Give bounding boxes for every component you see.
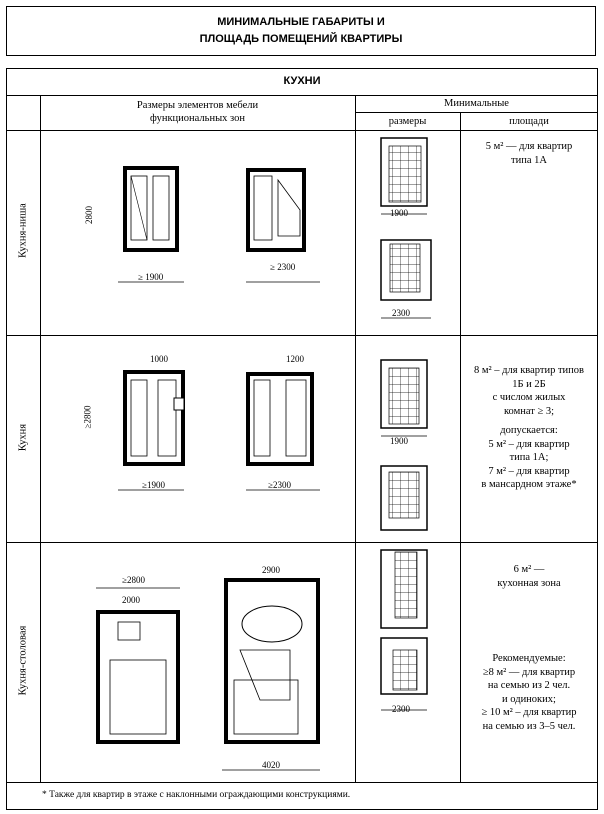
- footer-divider: [6, 782, 598, 783]
- row-label-kitchen-dining: Кухня-столовая: [17, 625, 29, 696]
- area-line: комнат ≥ 3;: [503, 405, 555, 417]
- dim-label: 2900: [262, 565, 280, 575]
- row-divider-1: [6, 335, 598, 336]
- size-label-row1-a: 1900: [390, 208, 408, 218]
- row-label-kitchen-niche: Кухня-ниша: [17, 203, 29, 258]
- size-label-row3-b: 2300: [392, 704, 410, 714]
- area-line: на семью из 2 чел.: [487, 680, 571, 691]
- area-text-row-3: 6 м² — кухонная зона Рекомендуемые: ≥8 м…: [462, 563, 596, 733]
- area-line: типа 1А;: [509, 452, 549, 463]
- title-box: МИНИМАЛЬНЫЕ ГАБАРИТЫ И ПЛОЩАДЬ ПОМЕЩЕНИЙ…: [6, 6, 596, 56]
- area-line: кухонная зона: [497, 577, 561, 589]
- area-line: ≥ 10 м² – для квартир: [481, 707, 577, 718]
- dim-label: ≥2300: [268, 480, 291, 490]
- dim-label: 4020: [262, 760, 280, 770]
- area-line: 5 м² — для квартир: [485, 141, 573, 152]
- area-line: 7 м² – для квартир: [488, 465, 570, 477]
- table-frame: [6, 68, 598, 810]
- dim-label: ≥2800: [122, 575, 145, 585]
- area-line: на семью из 3–5 чел.: [482, 720, 576, 732]
- dim-label: ≥ 1900: [138, 272, 164, 282]
- area-line: 8 м² – для квартир типов: [473, 365, 584, 376]
- dim-label: 2000: [122, 595, 140, 605]
- dim-label: 2800: [84, 206, 94, 224]
- dim-label: ≥ 2300: [270, 262, 296, 272]
- row-label-kitchen: Кухня: [17, 423, 29, 452]
- size-label-row2-a: 1900: [390, 436, 408, 446]
- dim-label: 1000: [150, 354, 168, 364]
- areas-header: площади: [509, 116, 549, 127]
- furniture-header-line-2: функциональных зон: [150, 113, 245, 124]
- area-line: типа 1А: [511, 154, 547, 166]
- row-divider-2: [6, 542, 598, 543]
- area-line: 1Б и 2Б: [512, 378, 546, 390]
- area-line: Рекомендуемые:: [492, 653, 566, 664]
- section-heading: КУХНИ: [6, 68, 598, 96]
- area-text-row-2: 8 м² – для квартир типов 1Б и 2Б с число…: [462, 364, 596, 492]
- minimal-header: Минимальные: [444, 98, 509, 109]
- col-divider-furniture: [355, 96, 356, 782]
- dim-label: 1200: [286, 354, 304, 364]
- area-line-gap: [462, 590, 596, 652]
- header-bottom: [6, 130, 598, 131]
- area-line: допускается:: [500, 425, 558, 436]
- col-divider-sizes: [460, 112, 461, 782]
- furniture-header-line-1: Размеры элементов мебели: [136, 100, 259, 111]
- area-text-row-1: 5 м² — для квартир типа 1А: [462, 140, 596, 167]
- sizes-header: размеры: [388, 116, 427, 127]
- footnote: * Также для квартир в этаже с наклонными…: [42, 790, 351, 800]
- area-line: с числом жилых: [492, 392, 566, 403]
- area-line: ≥8 м² — для квартир: [482, 666, 576, 678]
- area-line: 5 м² – для квартир: [488, 438, 570, 450]
- size-label-row1-b: 2300: [392, 308, 410, 318]
- area-line: 6 м² —: [513, 564, 545, 575]
- area-line: и одиноких;: [502, 693, 556, 705]
- title-line-1: МИНИМАЛЬНЫЕ ГАБАРИТЫ И: [217, 16, 385, 28]
- dim-label: ≥1900: [142, 480, 165, 490]
- area-line: в мансардном этаже*: [481, 479, 577, 490]
- header-sub-divider: [355, 112, 598, 113]
- dim-label: ≥2800: [82, 405, 93, 429]
- col-divider-label: [40, 96, 41, 782]
- title-line-2: ПЛОЩАДЬ ПОМЕЩЕНИЙ КВАРТИРЫ: [199, 33, 403, 45]
- furniture-header: Размеры элементов мебели функциональных …: [40, 99, 355, 125]
